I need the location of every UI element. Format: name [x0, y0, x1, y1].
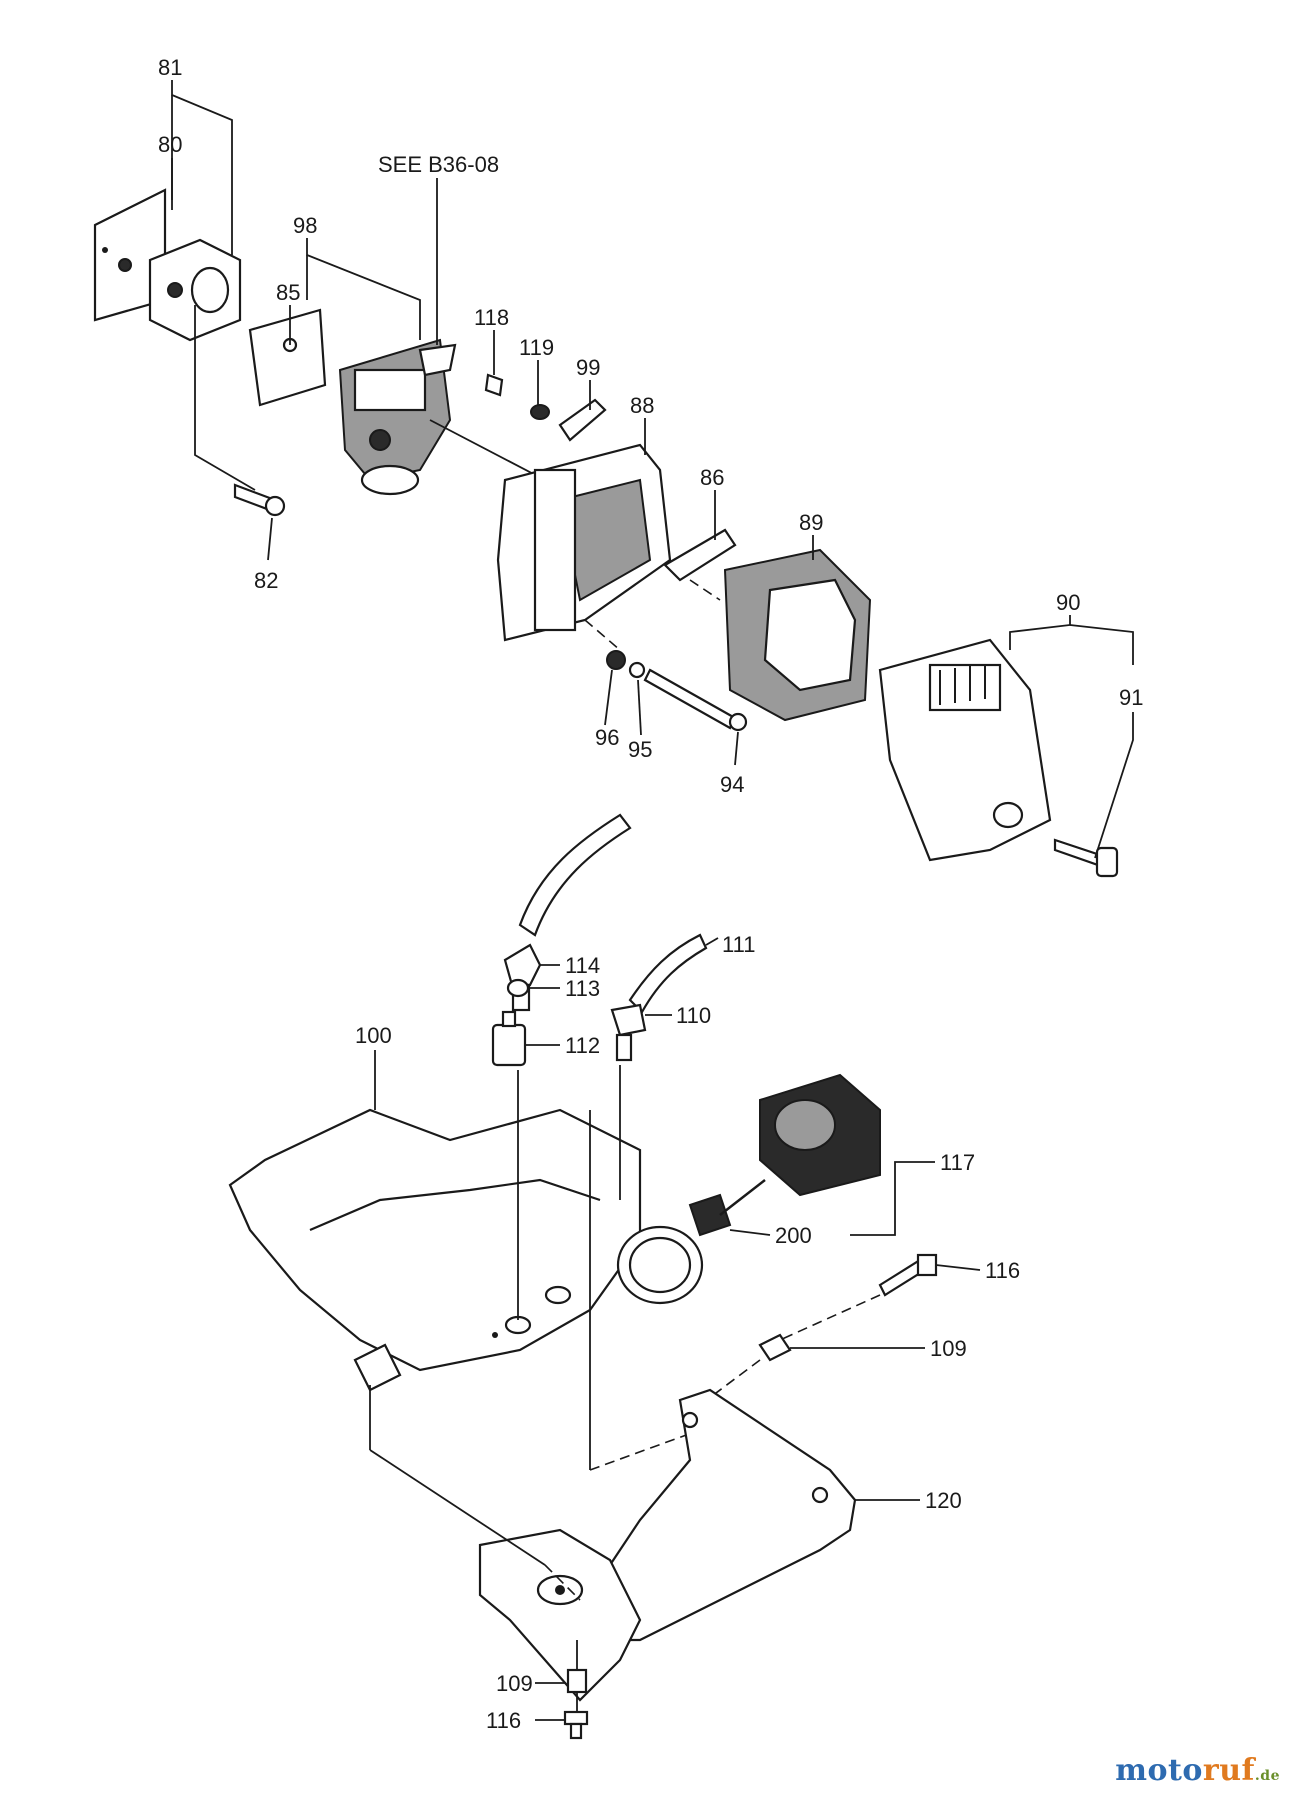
callout-99: 99	[576, 355, 600, 380]
part-90-air-cleaner-cover	[878, 638, 1052, 862]
callout-86: 86	[700, 465, 724, 490]
callout-109-lower: 109	[496, 1671, 533, 1696]
part-114-fuel-hose-fitting	[503, 813, 632, 1012]
part-116-bolt-upper	[878, 1253, 938, 1297]
part-81-intake-block	[148, 238, 242, 342]
callout-81: 81	[158, 55, 182, 80]
watermark-part-1: moto	[1115, 1753, 1203, 1788]
callout-113: 113	[565, 976, 600, 1001]
callout-120: 120	[925, 1488, 962, 1513]
callout-80: 80	[158, 132, 182, 157]
callout-110: 110	[676, 1003, 711, 1028]
callout-94: 94	[720, 772, 744, 797]
part-109-spacer-upper	[758, 1333, 792, 1362]
callout-85: 85	[276, 280, 300, 305]
part-117-fuel-cap	[759, 1073, 881, 1197]
part-86-plate	[663, 528, 737, 582]
part-112-fuel-filter	[491, 1010, 527, 1067]
callout-98: 98	[293, 213, 317, 238]
callout-89: 89	[799, 510, 823, 535]
callout-90: 90	[1056, 590, 1080, 615]
part-118-screw	[484, 373, 504, 397]
callout-95: 95	[628, 737, 652, 762]
part-120-guard-plate	[593, 1388, 857, 1642]
callout-labels: 81 80 SEE B36-08 98 85 118 119 99 88 86 …	[158, 55, 1143, 1733]
callout-200: 200	[775, 1223, 812, 1248]
part-88-air-cleaner-base	[496, 443, 672, 642]
part-89-air-filter	[723, 548, 872, 722]
callout-91: 91	[1119, 685, 1143, 710]
callout-109-upper: 109	[930, 1336, 967, 1361]
part-110-fitting	[610, 1003, 647, 1062]
site-watermark: motoruf.de	[1115, 1753, 1280, 1788]
part-200-cap-strap	[688, 1179, 766, 1237]
part-113-o-ring	[506, 978, 530, 998]
callout-116-upper: 116	[985, 1258, 1020, 1283]
callout-118: 118	[474, 305, 509, 330]
part-99-bracket	[558, 398, 607, 442]
leader-lines	[171, 80, 1134, 1721]
part-111-fuel-hose	[628, 933, 708, 1014]
tank-filler-neck	[616, 1225, 704, 1305]
callout-96: 96	[595, 725, 619, 750]
reference-note: SEE B36-08	[378, 152, 499, 177]
callout-100: 100	[355, 1023, 392, 1048]
callout-112: 112	[565, 1033, 600, 1058]
part-119-washer	[530, 404, 550, 420]
part-91-knob-screw	[1053, 838, 1119, 878]
callout-111: 111	[722, 932, 755, 957]
part-85-gasket	[248, 308, 327, 407]
part-82-bolt	[194, 305, 286, 517]
callout-82: 82	[254, 568, 278, 593]
part-94-bolt	[643, 668, 748, 732]
part-96-nut	[606, 650, 626, 670]
callout-117: 117	[940, 1150, 975, 1175]
part-116-bolt-lower	[563, 1710, 589, 1740]
part-100-fuel-tank	[228, 1108, 642, 1392]
callout-119: 119	[519, 335, 554, 360]
watermark-part-3: .de	[1254, 1768, 1280, 1784]
callout-114: 114	[565, 953, 600, 978]
callout-88: 88	[630, 393, 654, 418]
lower-mount-bracket	[478, 1528, 642, 1702]
part-109-spacer-lower	[566, 1668, 588, 1694]
callout-116-lower: 116	[486, 1708, 521, 1733]
watermark-part-2: ruf	[1202, 1753, 1255, 1788]
part-98-carburetor	[338, 338, 457, 496]
part-95-washer	[628, 661, 646, 679]
